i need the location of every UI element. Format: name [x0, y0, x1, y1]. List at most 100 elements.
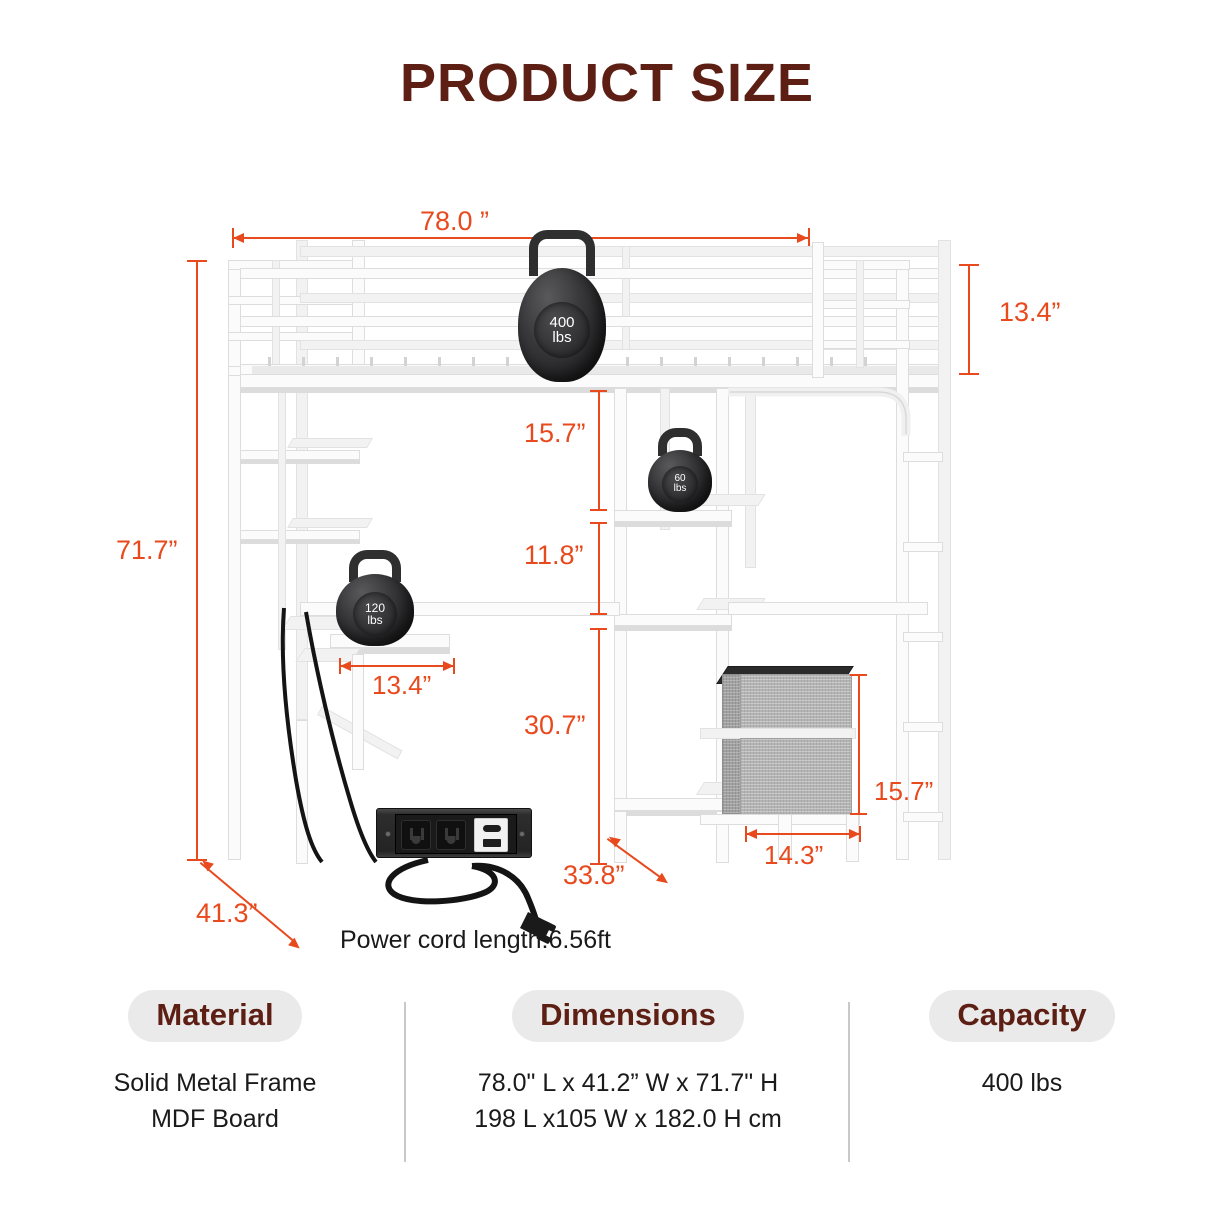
panel-divider-1 — [404, 1002, 406, 1162]
height-dim-tick-bottom — [187, 859, 207, 861]
width-dim-arrow-left — [233, 233, 244, 243]
kettlebell-weight-plate: 400 lbs — [534, 302, 590, 358]
kettlebell-weight-value: 60 — [674, 472, 686, 484]
ladder-rung — [903, 812, 943, 822]
spec-line: 400 lbs — [981, 1069, 1063, 1097]
page-title: PRODUCT SIZE — [399, 53, 815, 113]
clothes-hanging-rod — [728, 387, 911, 436]
guardrail-rear-top-rail — [300, 246, 940, 257]
kettlebell-handle — [658, 428, 702, 456]
width-dim-line — [232, 237, 809, 239]
power-plug-icon — [520, 912, 556, 944]
bin-width-arrow-left — [746, 829, 757, 839]
storage-bin-front-upper — [740, 674, 852, 732]
guardrail-right-low-rail — [818, 340, 910, 349]
ladder-rung — [903, 452, 943, 462]
spec-line: Solid Metal Frame — [113, 1069, 317, 1097]
panel-divider-2 — [848, 1002, 850, 1162]
mid-gap-dim-line — [598, 522, 600, 614]
storage-bin-side-panel — [722, 674, 742, 814]
ladder-rung — [903, 632, 943, 642]
product-illustration: 78.0 ” 13.4” 71.7” 41.3” — [0, 150, 1214, 980]
kettlebell-60lbs: 60 lbs — [644, 428, 716, 514]
spec-label-material: Material — [128, 990, 302, 1042]
height-dim-line — [196, 260, 198, 860]
dimension-label-overall-width: 78.0 ” — [420, 206, 490, 236]
center-shelf-board-mid-edge — [614, 626, 732, 631]
usb-a-port-icon[interactable] — [483, 839, 501, 847]
spec-body-dimensions: 78.0" L x 41.2” W x 71.7" H 198 L x105 W… — [420, 1066, 836, 1137]
guardrail-dim-tick-bottom — [959, 373, 979, 375]
ladder-rung — [903, 722, 943, 732]
frame-post-left-front — [228, 260, 241, 860]
spec-column-material: Material Solid Metal Frame MDF Board — [40, 990, 390, 1170]
side-shelf-lower-edge — [240, 540, 360, 544]
desk-leg — [352, 654, 364, 770]
dimension-label-desk-height: 30.7” — [524, 710, 586, 740]
desk-depth-arrow-right — [443, 661, 454, 671]
kettlebell-handle — [529, 230, 595, 276]
frame-post-right-head — [812, 242, 824, 378]
kettlebell-weight-unit: lbs — [552, 329, 572, 346]
ac-outlet-2[interactable] — [436, 820, 466, 850]
bin-width-dim-line — [745, 833, 861, 835]
mid-gap-tick-bottom — [590, 613, 607, 615]
center-shelf-board-top-edge — [614, 522, 732, 527]
dimension-label-overall-height: 71.7” — [116, 535, 178, 565]
center-shelf-board-mid — [614, 614, 732, 626]
desk-depth-dim-line — [339, 665, 455, 667]
side-shelf-upper — [240, 450, 360, 460]
top-gap-dim-line — [598, 390, 600, 510]
center-shelf-board-bottom — [614, 798, 732, 811]
spec-label-capacity: Capacity — [929, 990, 1115, 1042]
frame-power-cord — [280, 607, 378, 864]
spec-line: 78.0" L x 41.2” W x 71.7" H — [477, 1069, 779, 1097]
ac-outlet-1[interactable] — [401, 820, 431, 850]
kettlebell-weight-unit: lbs — [367, 613, 383, 627]
bin-foot-center — [778, 814, 792, 858]
dimension-label-mid-shelf-gap: 11.8” — [524, 540, 584, 570]
kettlebell-weight-value: 120 — [364, 600, 386, 615]
bin-height-dim-line — [858, 674, 860, 814]
guardrail-right-vert — [856, 260, 864, 368]
usb-port-panel — [474, 818, 508, 852]
mid-gap-tick-top — [590, 522, 607, 524]
guardrail-dim-line — [968, 264, 970, 374]
usb-c-port-icon[interactable] — [483, 825, 501, 832]
width-dim-tick-right — [808, 228, 810, 248]
guardrail-dim-tick-top — [959, 264, 979, 266]
specs-panel: Material Solid Metal Frame MDF Board Dim… — [0, 990, 1214, 1190]
bin-width-arrow-right — [849, 829, 860, 839]
frame-post-left-head-top — [352, 240, 365, 380]
spec-line: MDF Board — [151, 1104, 279, 1133]
power-strip-cord — [385, 857, 556, 944]
power-strip[interactable] — [376, 808, 532, 858]
width-dim-arrow-right — [797, 233, 808, 243]
frame-post-right-front — [896, 260, 909, 860]
bin-width-tick-right — [859, 826, 861, 842]
spec-body-capacity: 400 lbs — [862, 1066, 1182, 1102]
side-shelf-upper-back — [287, 438, 373, 448]
desk-depth-arrow-left — [340, 661, 351, 671]
spec-column-capacity: Capacity 400 lbs — [862, 990, 1182, 1170]
kettlebell-400lbs: 400 lbs — [512, 230, 612, 382]
frame-post-left-rear — [296, 240, 308, 720]
desk-height-dim-line — [598, 628, 600, 864]
kettlebell-weight-unit: lbs — [673, 483, 687, 494]
kettlebell-handle — [349, 550, 401, 582]
desk-height-tick-bottom — [590, 863, 607, 865]
side-shelf-lower — [240, 530, 360, 540]
desk-top-edge — [330, 648, 450, 654]
guardrail-rear-vert-mid — [622, 246, 630, 350]
dimension-label-bin-width: 14.3” — [764, 840, 824, 870]
power-strip-face — [395, 814, 517, 854]
guardrail-right-top-rail — [818, 260, 910, 270]
desk-height-tick-top — [590, 628, 607, 630]
kettlebell-weight-plate: 60 lbs — [662, 466, 698, 502]
spec-line: 198 L x105 W x 182.0 H cm — [474, 1104, 782, 1133]
power-cord-length-label: Power cord length:6.56ft — [340, 926, 611, 954]
spec-body-material: Solid Metal Frame MDF Board — [40, 1066, 390, 1137]
bin-height-tick-top — [850, 674, 867, 676]
side-shelf-lower-back — [287, 518, 373, 528]
